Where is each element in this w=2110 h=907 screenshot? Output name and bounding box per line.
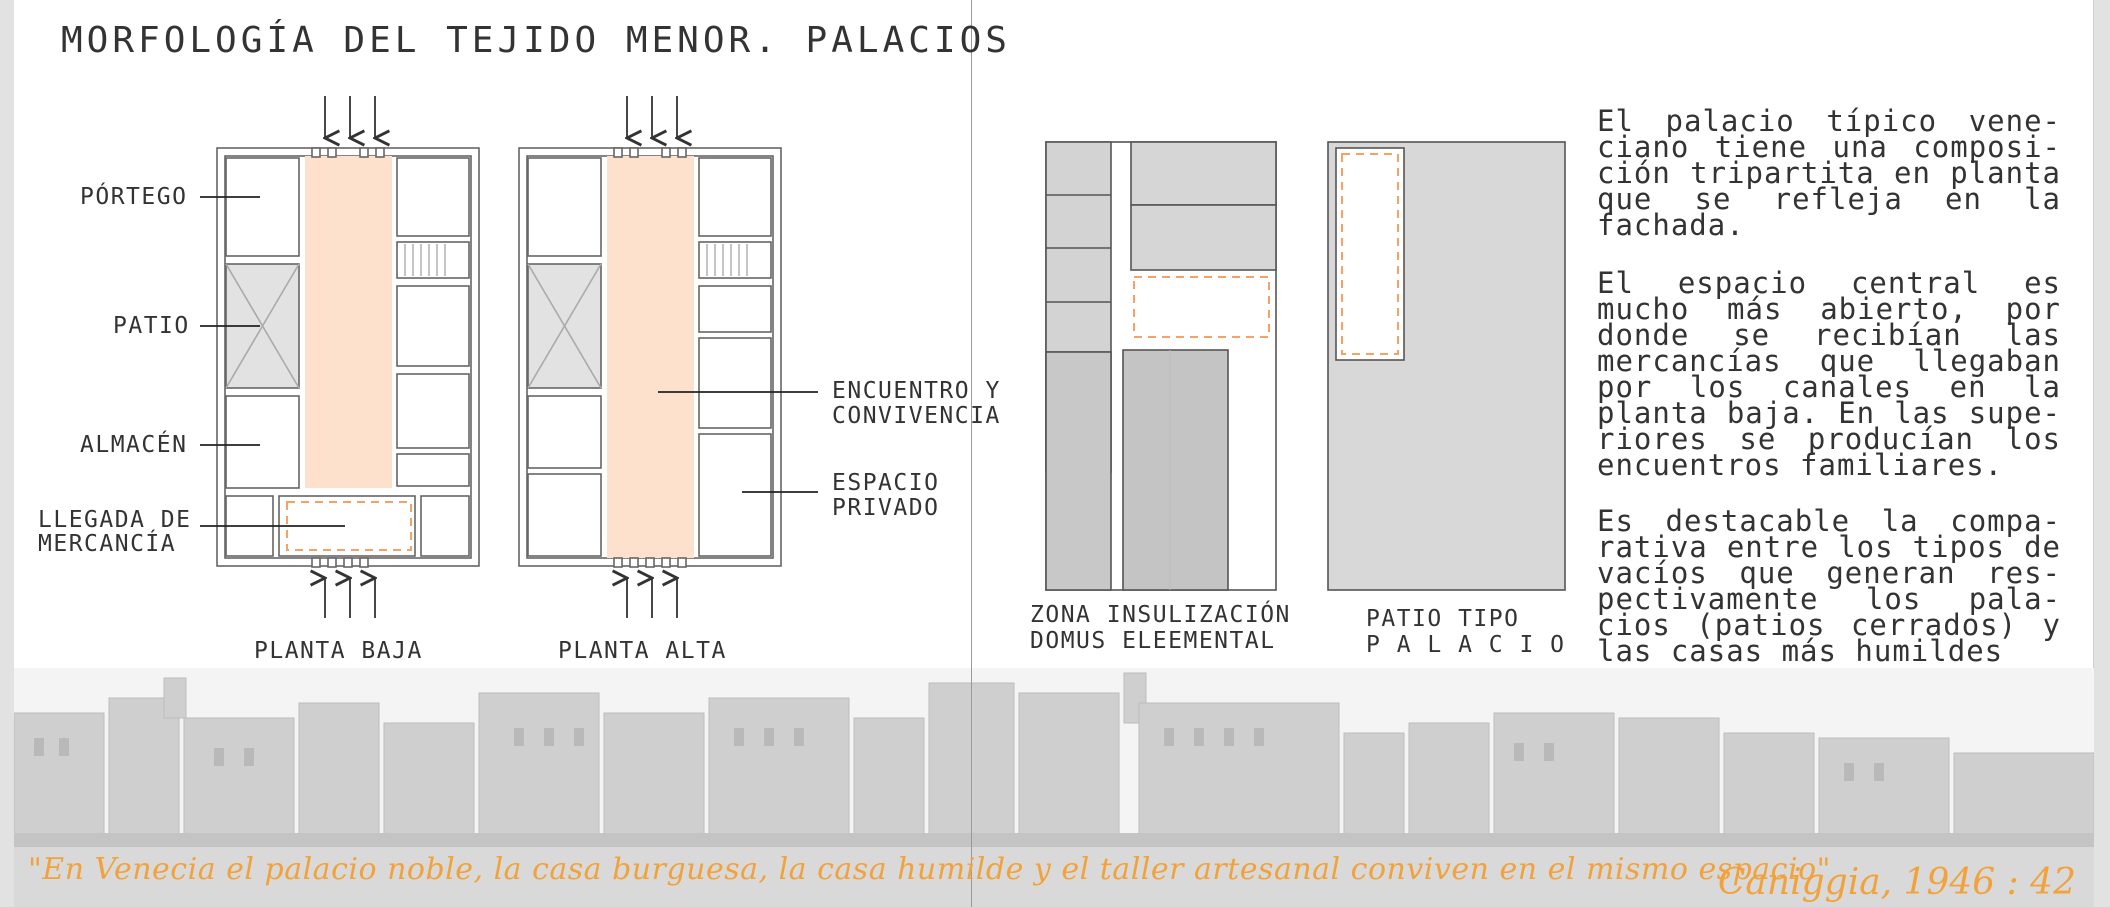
caption-planta-baja: PLANTA BAJA <box>254 638 423 664</box>
paragraph-composicion: El palacio típico vene-ciano tiene una c… <box>1597 104 2061 242</box>
patio-palacio-plan <box>1327 141 1566 591</box>
label-privado-line2: PRIVADO <box>832 495 939 521</box>
caption-zona-line1: ZONA INSULIZACIÓN <box>1030 600 1291 628</box>
label-encuentro-line2: CONVIVENCIA <box>832 403 1001 429</box>
caption-planta-alta: PLANTA ALTA <box>558 638 727 664</box>
paragraph-espacio-central: El espacio central es mucho más abierto,… <box>1597 266 2061 482</box>
caption-patio-line1: PATIO TIPO <box>1366 606 1519 632</box>
leader-lines <box>200 196 818 527</box>
quote-caniggia: "En Venecia el palacio noble, la casa bu… <box>28 852 1831 887</box>
planta-alta-plan <box>518 147 782 568</box>
label-patio: PATIO <box>113 313 190 339</box>
arrows-baja-bottom <box>325 578 375 618</box>
caption-patio-line2: P A L A C I O <box>1366 632 1566 658</box>
page-edge-left <box>0 0 14 907</box>
floor-plans-diagram: PÓRTEGO PATIO ALMACÉN LLEGADA DE MERCANC… <box>38 96 1001 664</box>
venice-skyline-image <box>14 668 2094 907</box>
comparison-diagram: ZONA INSULIZACIÓN DOMUS ELEEMENTAL PATIO… <box>1030 141 1566 658</box>
page-edge-right <box>2093 0 2110 907</box>
planta-baja-plan <box>216 147 480 568</box>
page-title: MORFOLOGÍA DEL TEJIDO MENOR. PALACIOS <box>61 20 1011 61</box>
label-llegada-line2: MERCANCÍA <box>38 529 176 557</box>
arrows-baja-top <box>325 96 375 138</box>
label-portego: PÓRTEGO <box>80 182 187 210</box>
label-privado-line1: ESPACIO <box>832 470 939 496</box>
page-fold-line <box>971 0 972 907</box>
label-llegada-line1: LLEGADA DE <box>38 507 191 533</box>
citation: Caniggia, 1946 : 42 <box>1717 862 2076 903</box>
arrows-alta-bottom <box>627 578 677 618</box>
label-encuentro-line1: ENCUENTRO Y <box>832 378 1001 404</box>
caption-zona-line2: DOMUS ELEEMENTAL <box>1030 628 1276 654</box>
arrows-alta-top <box>627 96 677 138</box>
domus-elemental-plan <box>1045 141 1277 591</box>
label-almacen: ALMACÉN <box>80 430 187 458</box>
paragraph-comparativa: Es destacable la compa-rativa entre los … <box>1597 504 2061 668</box>
